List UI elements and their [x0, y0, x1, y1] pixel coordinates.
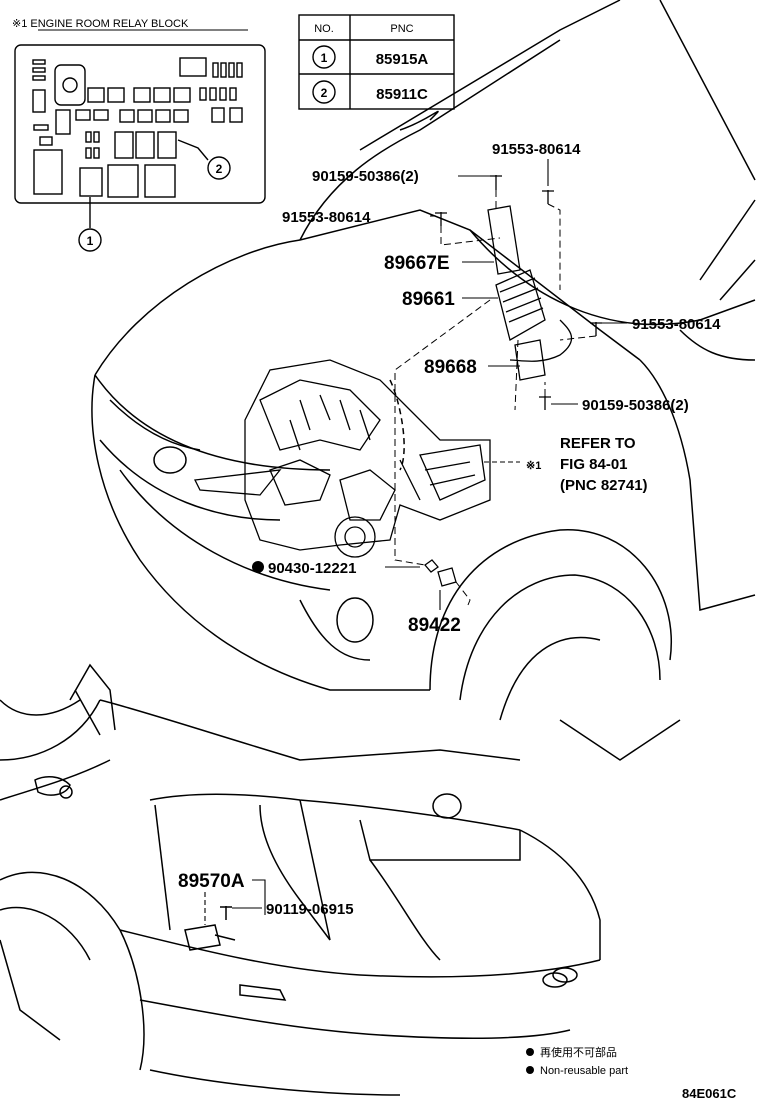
refer-mark: ※1	[526, 460, 541, 472]
relay-block-title: ※1 ENGINE ROOM RELAY BLOCK	[12, 18, 189, 30]
legend-jp: 再使用不可部品	[540, 1045, 617, 1059]
figure-code: 84E061C	[682, 1086, 737, 1101]
part-label-91553-80614-right: 91553-80614	[632, 316, 721, 333]
pnc-table-row1-no: 1	[321, 51, 328, 65]
part-label-90159-50386-bottom: 90159-50386(2)	[582, 397, 689, 414]
part-label-90119-06915: 90119-06915	[266, 901, 354, 918]
front-vehicle-outline	[91, 0, 756, 761]
pnc-table-row2-pnc: 85911C	[376, 86, 428, 103]
guide-lines	[394, 190, 597, 606]
part-label-91553-80614-top: 91553-80614	[492, 141, 581, 158]
part-label-90159-50386-top: 90159-50386(2)	[312, 168, 419, 185]
pnc-table-header-pnc: PNC	[390, 23, 413, 35]
legend-dot-jp	[526, 1048, 534, 1056]
refer-line-2: FIG 84-01	[560, 456, 628, 473]
engine-assembly	[194, 359, 491, 558]
refer-line-1: REFER TO	[560, 435, 636, 452]
legend-en: Non-reusable part	[540, 1065, 628, 1077]
part-label-89668: 89668	[424, 357, 477, 378]
part-label-90430-12221: 90430-12221	[268, 560, 356, 577]
pnc-table-row2-no: 2	[321, 86, 328, 100]
pnc-table	[298, 14, 455, 110]
rear-leader-lines	[204, 879, 266, 925]
legend-dot-en	[526, 1066, 534, 1074]
non-reusable-dot	[252, 561, 264, 573]
relay-callout-2: 2	[216, 162, 223, 176]
rear-vehicle-outline	[0, 663, 601, 1096]
pnc-table-header-no: NO.	[314, 23, 334, 35]
part-label-89570A: 89570A	[178, 871, 245, 892]
relay-block-inset	[14, 44, 266, 252]
part-label-89661: 89661	[402, 289, 455, 310]
refer-line-3: (PNC 82741)	[560, 477, 648, 494]
pnc-table-row1-pnc: 85915A	[376, 51, 429, 68]
part-label-91553-80614-left: 91553-80614	[282, 209, 371, 226]
leader-lines	[385, 159, 627, 610]
part-label-89667E: 89667E	[384, 253, 450, 274]
part-label-89422: 89422	[408, 615, 461, 636]
sensor-bracket-assembly	[424, 175, 602, 587]
relay-callout-1: 1	[87, 234, 94, 248]
